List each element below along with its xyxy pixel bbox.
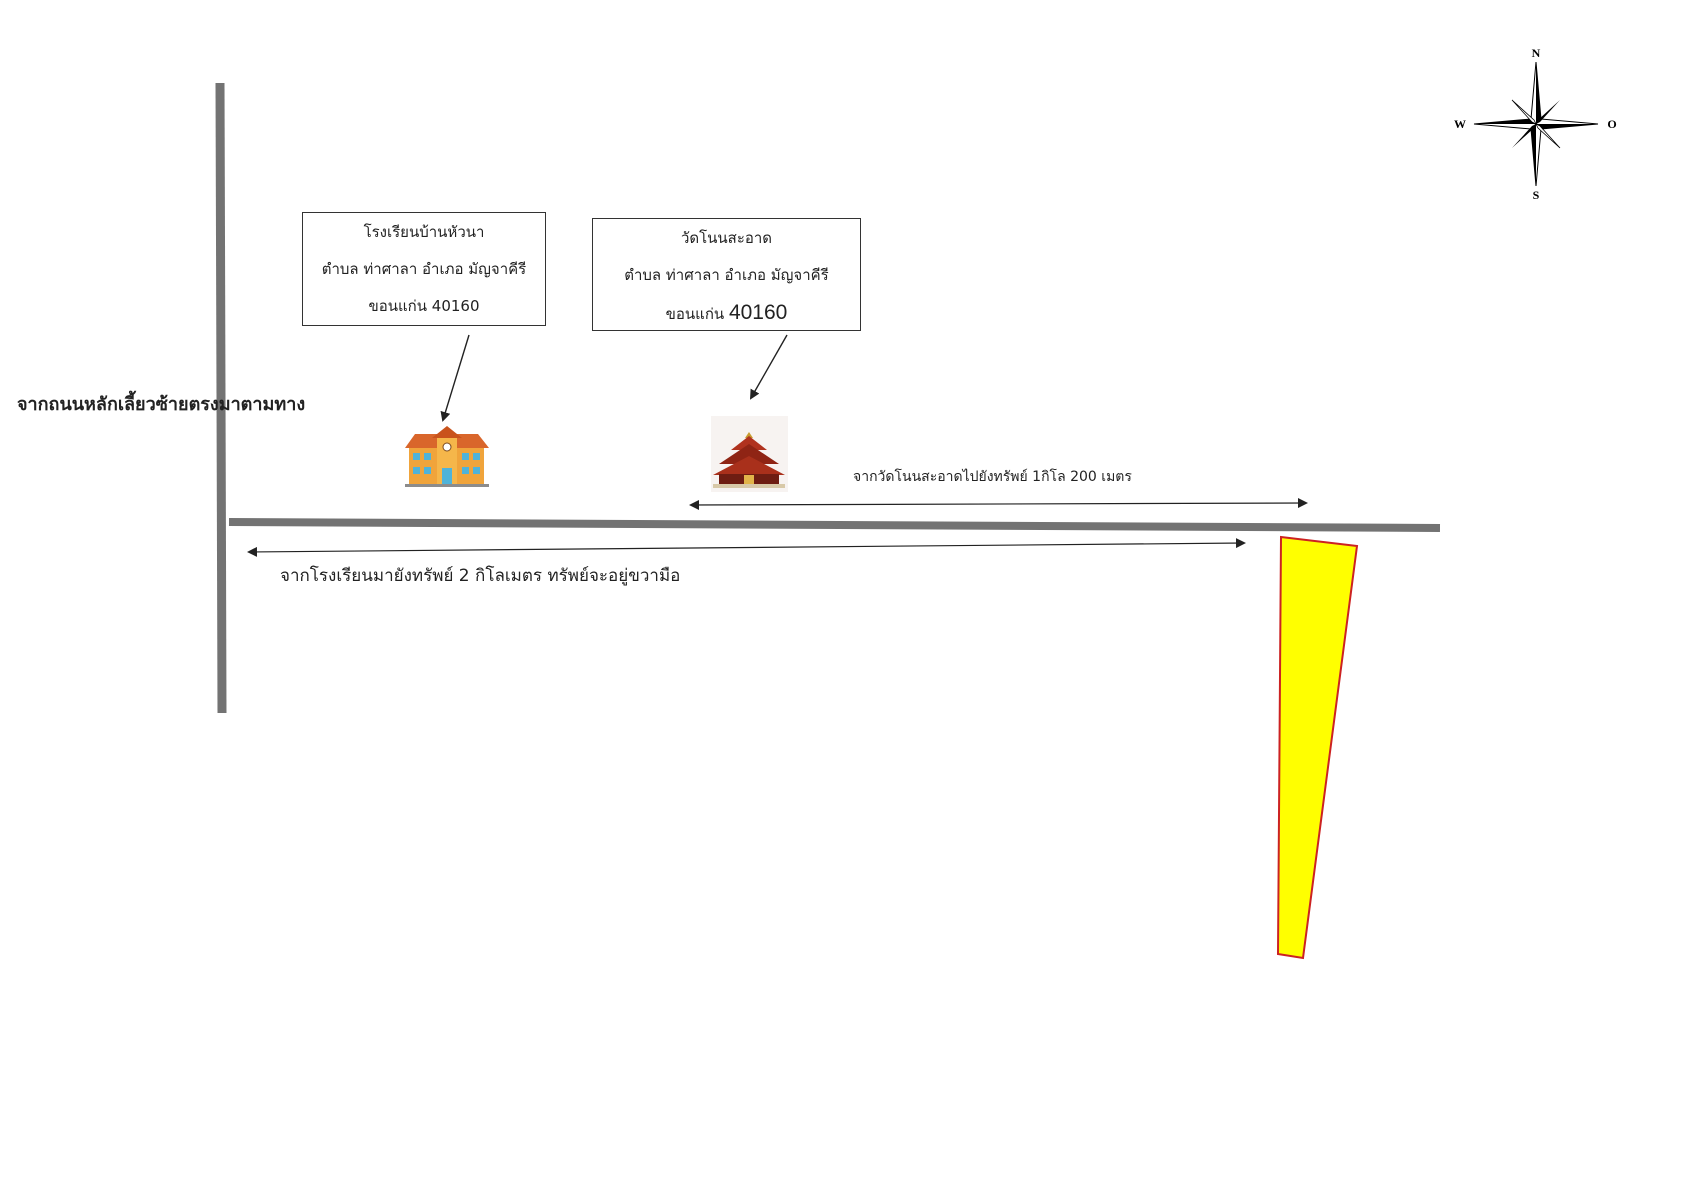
temple-address: ตำบล ท่าศาลา อำเภอ มัญจาคีรี: [624, 266, 829, 284]
main-road-vertical: [215, 82, 227, 714]
school-postcode: 40160: [431, 297, 480, 315]
side-road-horizontal: [228, 518, 1441, 532]
compass-rose-icon: N S W O: [1454, 46, 1617, 202]
compass-south-label: S: [1533, 188, 1540, 202]
school-province: ขอนแก่น: [368, 297, 428, 315]
school-province-line: ขอนแก่น 40160: [303, 288, 545, 325]
compass-north-label: N: [1532, 46, 1541, 60]
temple-name: วัดโนนสะอาด: [680, 229, 773, 247]
school-distance-text: จากโรงเรียนมายังทรัพย์ 2 กิโลเมตร ทรัพย์…: [280, 566, 681, 586]
school-pointer-arrow: [440, 334, 470, 422]
temple-distance-text: จากวัดโนนสะอาดไปยังทรัพย์ 1กิโล 200 เมตร: [853, 469, 1132, 485]
temple-label-box: วัดโนนสะอาด ตำบล ท่าศาลา อำเภอ มัญจาคีรี…: [592, 218, 861, 331]
compass-east-label: O: [1607, 117, 1616, 131]
compass-west-label: W: [1454, 117, 1466, 131]
school-label-box: โรงเรียนบ้านหัวนา ตำบล ท่าศาลา อำเภอ มัญ…: [302, 212, 546, 326]
school-name: โรงเรียนบ้านหัวนา: [363, 223, 485, 241]
temple-province-line: ขอนแก่น 40160: [593, 294, 860, 333]
temple-postcode: 40160: [728, 301, 788, 324]
property-parcel: [1276, 535, 1359, 960]
school-distance-arrow: [247, 538, 1246, 557]
main-road-turn-text: จากถนนหลักเลี้ยวซ้ายตรงมาตามทาง: [17, 394, 306, 415]
school-address: ตำบล ท่าศาลา อำเภอ มัญจาคีรี: [321, 260, 527, 278]
temple-pointer-arrow: [750, 334, 788, 400]
school-building-icon: [404, 426, 490, 487]
temple-icon: [711, 416, 788, 492]
temple-distance-arrow: [689, 498, 1308, 510]
temple-province: ขอนแก่น: [665, 305, 725, 323]
